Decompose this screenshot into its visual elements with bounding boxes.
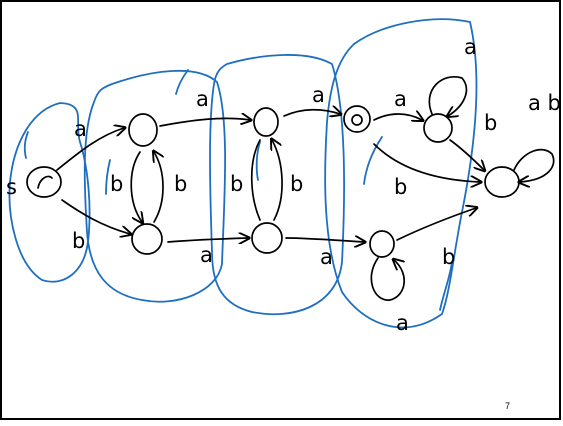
label-self-loop-bottom: a	[396, 311, 409, 335]
label-edge-p1bot-a: a	[200, 243, 213, 267]
partition-stroke-b	[105, 159, 111, 195]
state-p2-top	[253, 107, 279, 137]
page-number: 7	[505, 401, 511, 411]
label-edge-p2bot-a: a	[320, 245, 333, 269]
label-edge-p3bot-b: b	[442, 245, 455, 269]
label-loop-p1-left: b	[110, 172, 123, 196]
label-start-state: s	[6, 175, 17, 199]
edge-start-to-p1-bottom	[61, 199, 130, 234]
state-p3-top	[343, 105, 371, 133]
state-p3-top-inner	[351, 114, 363, 126]
edge-p2bot-to-p3bot	[285, 238, 364, 242]
edge-p3top-to-final	[373, 143, 480, 182]
partition-stroke-f	[23, 131, 29, 159]
label-edge-p3mid-b: b	[394, 175, 407, 199]
partition-stroke-e	[175, 69, 189, 95]
edge-p3right-to-final	[449, 139, 484, 170]
edge-p2-loop-left	[250, 139, 261, 221]
label-edge-p1top-a: a	[196, 87, 209, 111]
edge-start-to-p1-top	[56, 128, 124, 171]
edge-p3top-to-p3right	[373, 114, 422, 120]
state-start	[26, 166, 62, 198]
partition-stroke-a	[439, 261, 453, 311]
state-p1-top	[128, 113, 158, 147]
partition-stroke-d	[255, 141, 261, 181]
start-inner-mark	[37, 175, 53, 189]
state-p1-bottom	[131, 223, 163, 255]
state-p3-right	[423, 113, 453, 143]
label-loop-p2-left: b	[230, 172, 243, 196]
self-loop-p3-bottom	[370, 258, 404, 301]
state-p3-bottom	[369, 230, 395, 258]
label-self-loop-top: a	[464, 35, 477, 59]
label-edge-p2top-a: a	[312, 83, 325, 107]
edge-p1-loop-left	[130, 151, 142, 222]
partition-blob-start	[8, 102, 91, 283]
partition-stroke-c	[363, 136, 383, 185]
self-loop-p3-right	[428, 76, 468, 116]
edge-p2top-to-p3top	[283, 110, 340, 116]
state-p2-bottom	[251, 222, 283, 254]
edge-p1bot-to-p2bot	[167, 238, 248, 242]
state-final	[484, 166, 520, 198]
partition-blob-3	[324, 18, 478, 329]
self-loop-final	[513, 148, 555, 182]
partition-blob-1	[83, 69, 227, 303]
label-loop-p1-right: b	[174, 172, 187, 196]
edge-p2-loop-right	[272, 140, 283, 221]
label-edge-start-b: b	[72, 229, 85, 253]
label-edge-p3top-a: a	[394, 87, 407, 111]
label-final-self-loop: a b	[528, 91, 561, 115]
label-edge-to-final-b: b	[484, 111, 497, 135]
label-edge-start-a: a	[74, 117, 87, 141]
label-loop-p2-right: b	[290, 172, 303, 196]
edge-p3bot-to-final	[396, 208, 476, 241]
edge-p1top-to-p2top	[159, 118, 250, 127]
edge-p1-loop-right	[154, 152, 163, 223]
partition-blob-2	[209, 54, 345, 316]
